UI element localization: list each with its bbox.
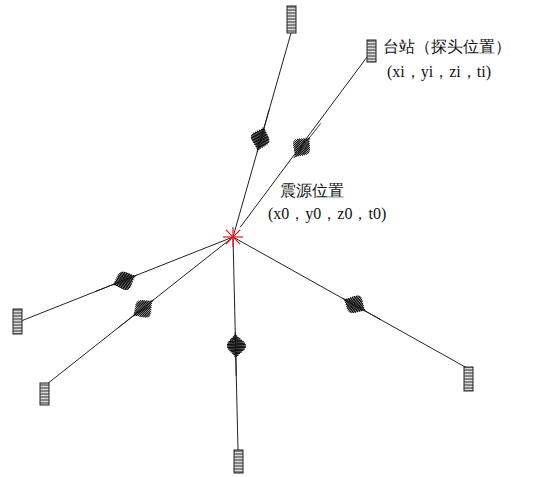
station-symbol bbox=[464, 367, 473, 391]
station-outline bbox=[367, 40, 376, 62]
station-symbol bbox=[40, 383, 49, 405]
wave-packet bbox=[227, 332, 246, 376]
star-ray bbox=[226, 230, 240, 244]
ray-line bbox=[21, 237, 233, 321]
node-label: 台站（探头位置） bbox=[383, 37, 511, 56]
node-label: 震源位置 bbox=[280, 181, 344, 200]
station-symbol bbox=[287, 6, 296, 33]
station-symbol bbox=[13, 309, 22, 334]
ray-lines bbox=[21, 33, 467, 450]
wave-packet bbox=[119, 300, 154, 327]
station-box bbox=[367, 40, 376, 62]
station-symbol bbox=[234, 450, 243, 473]
coordinate-label: (x0，y0，z0，t0) bbox=[268, 204, 386, 223]
wave-packet bbox=[251, 110, 269, 152]
ray-line bbox=[240, 57, 367, 227]
coordinate-label: (xi，yi，zi，ti) bbox=[387, 62, 491, 81]
wave-packet bbox=[293, 123, 320, 158]
ray-line bbox=[47, 237, 233, 384]
ray-line bbox=[233, 237, 467, 368]
wave-packet bbox=[343, 296, 381, 320]
source-marker: 震源位置(x0，y0，z0，t0) bbox=[223, 227, 243, 247]
source-star bbox=[223, 227, 243, 247]
station-symbol: 台站（探头位置）(xi，yi，zi，ti) bbox=[367, 40, 376, 62]
wave-packet bbox=[96, 272, 137, 292]
seismic-waves bbox=[96, 110, 381, 376]
